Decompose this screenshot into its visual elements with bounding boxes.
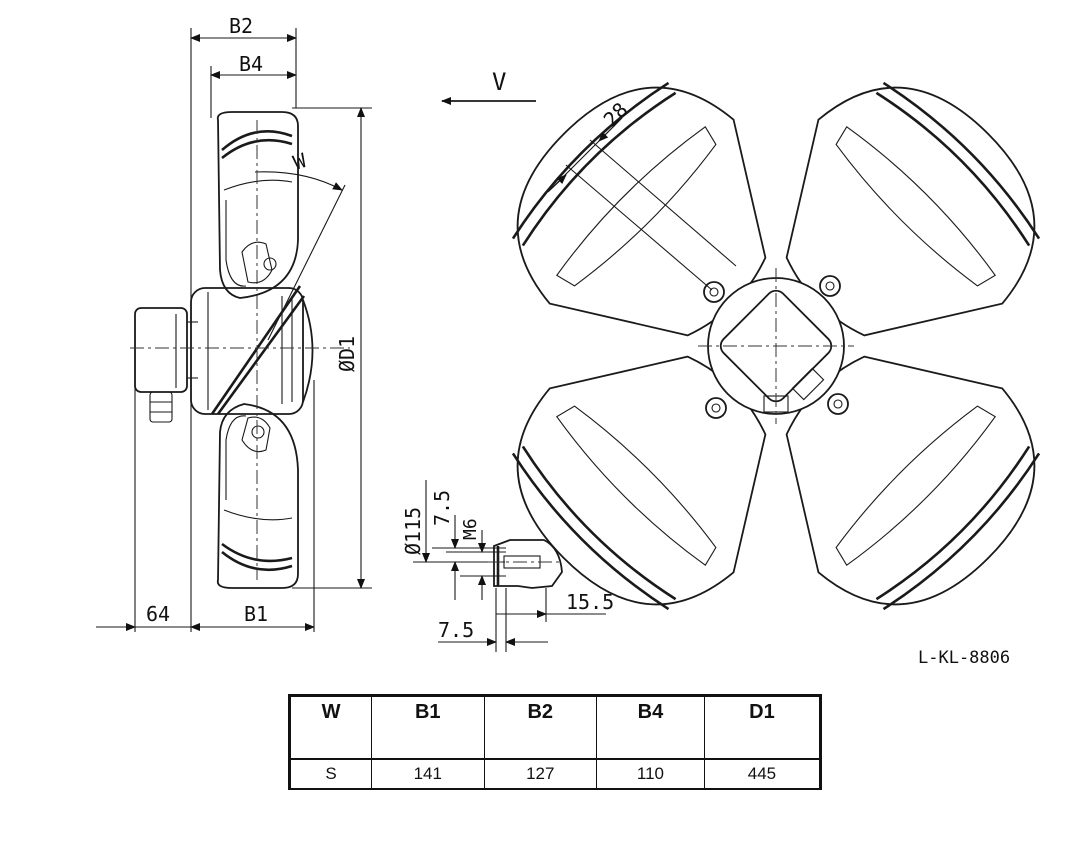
motor-housing [190,287,304,415]
table-header-b4: B4 [595,694,705,760]
table-cell-d1: 445 [703,758,823,790]
table-cell-w: S [287,758,373,790]
side-view: B2 B4 ØD1 64 B1 W [96,14,372,632]
table-header-b2: B2 [483,694,597,760]
d1-label: ØD1 [335,336,359,372]
lower-blade [216,403,299,589]
table-header-w: W [287,694,373,760]
hub-detail: Ø115 7.5 M6 15.5 7.5 [401,480,614,652]
w-angle-arc [254,171,343,191]
table-row: S 141 127 110 445 [287,758,823,790]
dim-7-5-horizontal-label: 7.5 [438,618,474,642]
table-cell-b1: 141 [371,758,485,790]
dim-7-5-vertical-label: 7.5 [430,490,454,526]
drawing-reference-code: L-KL-8806 [918,648,1011,668]
w-label: W [290,148,310,175]
d115-label: Ø115 [401,507,425,555]
m6-label: M6 [460,518,481,540]
table-cell-b4: 110 [595,758,705,790]
dimensions-table: W B1 B2 B4 D1 S 141 127 110 445 [287,694,823,790]
fan-dimension-drawing: B2 B4 ØD1 64 B1 W [96,14,1041,652]
table-header-b1: B1 [371,694,485,760]
table-header-row: W B1 B2 B4 D1 [287,694,823,760]
table-header-d1: D1 [703,694,823,760]
hub-part [493,539,563,589]
table-cell-b2: 127 [483,758,597,790]
terminal-box [134,307,188,393]
dim-64-label: 64 [146,602,170,626]
dim-15-5-label: 15.5 [566,590,614,614]
v-label: V [492,68,506,96]
b4-label: B4 [239,52,263,76]
b2-label: B2 [229,14,253,38]
view-direction-arrow: V [441,68,536,105]
b1-label: B1 [244,602,268,626]
front-view: 28 [511,81,1041,611]
upper-blade [216,111,299,299]
cable-gland [149,391,173,423]
